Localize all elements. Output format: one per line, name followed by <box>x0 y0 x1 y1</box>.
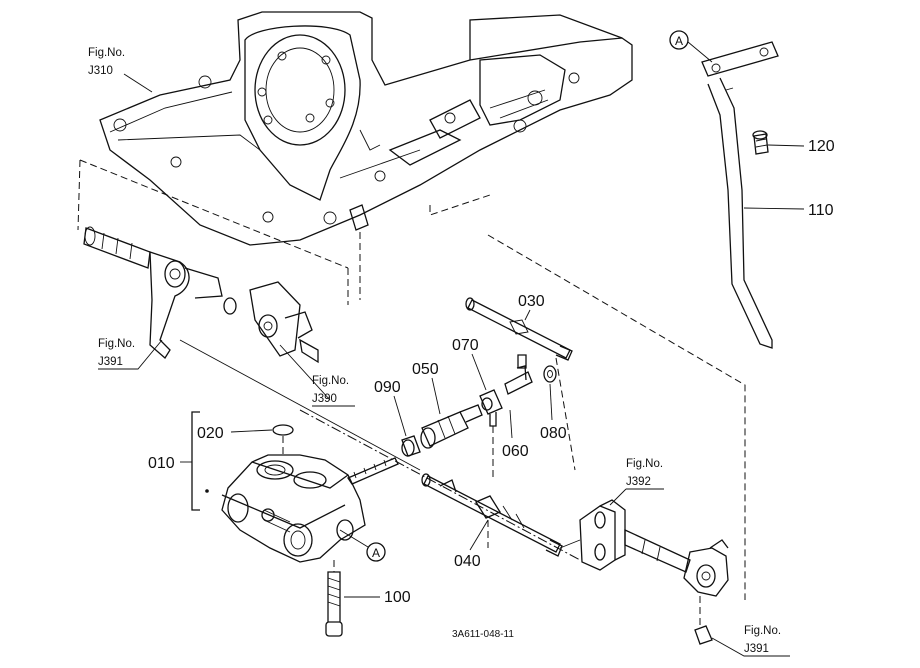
spool-parts-drawing <box>401 297 576 557</box>
left-lever-shaft-drawing <box>83 226 421 471</box>
svg-text:040: 040 <box>454 553 481 570</box>
callout-a-top-letter: A <box>675 34 683 48</box>
svg-text:060: 060 <box>502 443 529 460</box>
fig-ref-j391-upper[interactable]: Fig.No. J391 <box>98 338 163 370</box>
part-label-110[interactable]: 110 <box>743 202 834 219</box>
callout-a-bottom: A <box>339 529 386 562</box>
right-linkage-drawing <box>559 499 729 645</box>
fig-ref-j390[interactable]: Fig.No. J390 <box>312 375 355 407</box>
part-label-050[interactable]: 050 <box>412 361 441 415</box>
part-label-020[interactable]: 020 <box>197 425 273 442</box>
svg-text:Fig.No.: Fig.No. <box>626 458 663 470</box>
part-label-070[interactable]: 070 <box>452 337 487 391</box>
callout-a-top: A <box>669 30 713 63</box>
svg-text:020: 020 <box>197 425 224 442</box>
svg-text:070: 070 <box>452 337 479 354</box>
svg-text:J310: J310 <box>88 65 113 77</box>
part-label-080[interactable]: 080 <box>540 383 567 442</box>
part-label-040[interactable]: 040 <box>454 519 489 570</box>
fig-ref-j310[interactable]: Fig.No. J310 <box>88 47 153 93</box>
pipe-assembly-drawing <box>701 41 779 349</box>
valve-body-drawing <box>191 409 581 637</box>
svg-text:080: 080 <box>540 425 567 442</box>
svg-text:J390: J390 <box>312 393 337 405</box>
callout-a-bottom-letter: A <box>372 546 380 560</box>
svg-text:030: 030 <box>518 293 545 310</box>
part-label-010[interactable]: 010 <box>148 455 192 472</box>
part-label-030[interactable]: 030 <box>518 293 545 321</box>
part-label-120[interactable]: 120 <box>767 138 835 155</box>
svg-text:J391: J391 <box>98 356 123 368</box>
svg-text:010: 010 <box>148 455 175 472</box>
svg-text:Fig.No.: Fig.No. <box>88 47 125 59</box>
part-label-100[interactable]: 100 <box>344 589 411 606</box>
part-label-060[interactable]: 060 <box>502 409 529 460</box>
fig-ref-j391-lower[interactable]: Fig.No. J391 <box>711 625 790 657</box>
part-label-090[interactable]: 090 <box>374 379 407 437</box>
svg-text:110: 110 <box>808 202 834 219</box>
svg-text:100: 100 <box>384 589 411 606</box>
transmission-housing-drawing <box>77 11 746 600</box>
svg-text:Fig.No.: Fig.No. <box>744 625 781 637</box>
svg-text:050: 050 <box>412 361 439 378</box>
fig-ref-j392[interactable]: Fig.No. J392 <box>609 458 664 506</box>
svg-text:Fig.No.: Fig.No. <box>98 338 135 350</box>
drawing-code: 3A611-048-11 <box>452 629 514 640</box>
svg-text:120: 120 <box>808 138 835 155</box>
svg-text:J392: J392 <box>626 476 651 488</box>
svg-text:090: 090 <box>374 379 401 396</box>
svg-text:J391: J391 <box>744 643 769 655</box>
svg-text:Fig.No.: Fig.No. <box>312 375 349 387</box>
